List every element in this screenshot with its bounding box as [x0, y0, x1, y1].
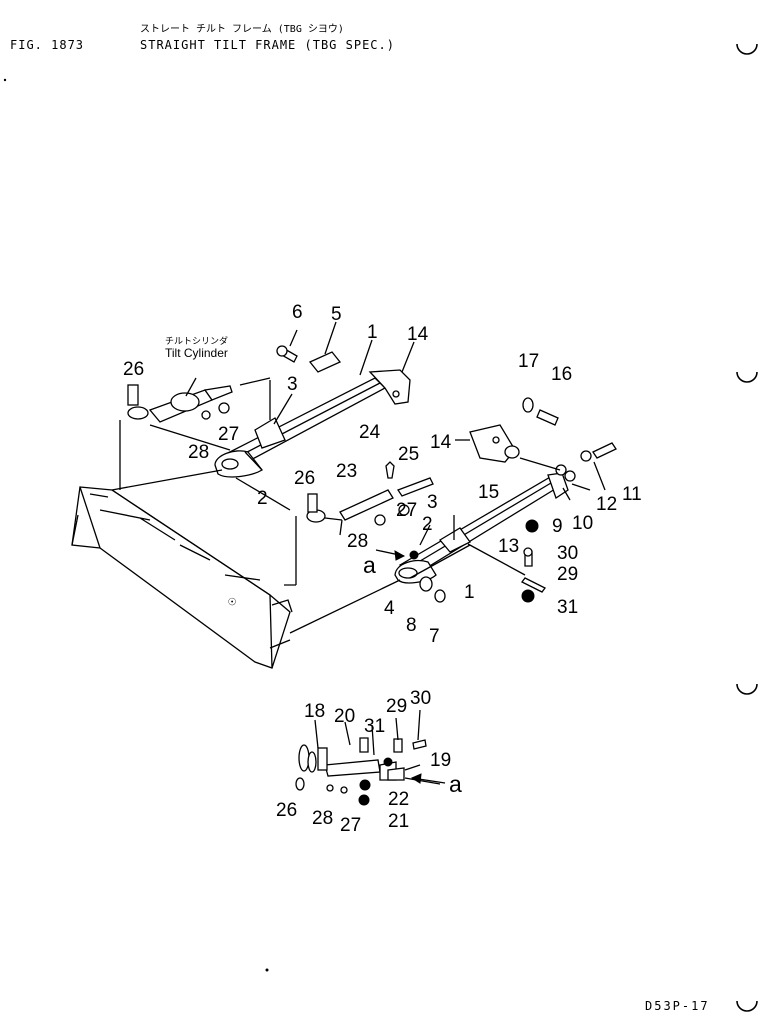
callout-21: 21	[388, 811, 409, 832]
callout-23: 23	[336, 461, 357, 482]
cylinder-label-jp: チルトシリンダ	[165, 335, 228, 346]
callout-26: 26	[123, 359, 144, 380]
right-side-hardware	[409, 397, 617, 603]
callout-2: 2	[257, 488, 268, 509]
page-code: D53P-17	[645, 999, 710, 1013]
callout-1: 1	[464, 582, 475, 603]
upper-tilt-frame	[111, 369, 411, 511]
reference-arrows	[375, 549, 446, 784]
callout-27: 27	[396, 500, 417, 521]
callout-2: 2	[422, 514, 433, 535]
upper-small-parts	[244, 321, 415, 471]
callout-28: 28	[188, 442, 209, 463]
detail-assembly	[295, 709, 441, 806]
binder-holes	[736, 43, 758, 1012]
callout-8: 8	[406, 615, 417, 636]
callout-29: 29	[386, 696, 407, 717]
callout-29: 29	[557, 564, 578, 585]
callout-1: 1	[367, 322, 378, 343]
callout-14: 14	[407, 324, 429, 345]
stray-dot	[265, 968, 269, 972]
tilt-cylinder-lower	[306, 461, 434, 536]
stray-dot	[3, 78, 7, 82]
callout-18: 18	[304, 701, 325, 722]
callout-25: 25	[398, 444, 419, 465]
callout-6: 6	[292, 302, 303, 323]
title-english: STRAIGHT TILT FRAME (TBG SPEC.)	[140, 38, 395, 52]
callout-31: 31	[557, 597, 578, 618]
callout-3: 3	[427, 492, 438, 513]
callout-5: 5	[331, 304, 342, 325]
callout-a: a	[363, 552, 376, 578]
callout-11: 11	[622, 484, 642, 505]
lower-bracket	[455, 424, 520, 463]
callout-22: 22	[388, 789, 409, 810]
figure-number: FIG. 1873	[10, 38, 85, 52]
binder-hole-2	[736, 371, 758, 383]
callout-7: 7	[429, 626, 440, 647]
callout-9: 9	[552, 516, 563, 537]
callout-28: 28	[312, 808, 333, 829]
callout-17: 17	[518, 351, 539, 372]
callout-26: 26	[276, 800, 297, 821]
tilt-cylinder-upper	[127, 377, 233, 423]
callout-12: 12	[596, 494, 617, 515]
callout-14: 14	[430, 432, 452, 453]
binder-hole-4	[736, 1000, 758, 1012]
binder-hole-1	[736, 43, 758, 55]
svg-text:☉: ☉	[226, 596, 239, 608]
callout-30: 30	[557, 543, 578, 564]
callout-10: 10	[572, 513, 593, 534]
callout-24: 24	[359, 422, 381, 443]
callout-19: 19	[430, 750, 451, 771]
callout-a: a	[449, 771, 462, 797]
callout-30: 30	[410, 688, 431, 709]
callout-20: 20	[334, 706, 355, 727]
binder-hole-3	[736, 683, 758, 695]
blade-drawing: ☉	[71, 486, 293, 669]
callout-13: 13	[498, 536, 519, 557]
cylinder-label-en: Tilt Cylinder	[165, 346, 228, 360]
callout-4: 4	[384, 598, 395, 619]
callout-16: 16	[551, 364, 572, 385]
callout-27: 27	[218, 424, 239, 445]
callout-26: 26	[294, 468, 315, 489]
title-japanese: ストレート チルト フレーム (TBG シヨウ)	[140, 24, 344, 35]
callout-28: 28	[347, 531, 368, 552]
callout-27: 27	[340, 815, 361, 836]
callout-31: 31	[364, 716, 385, 737]
callout-15: 15	[478, 482, 499, 503]
callout-3: 3	[287, 374, 298, 395]
